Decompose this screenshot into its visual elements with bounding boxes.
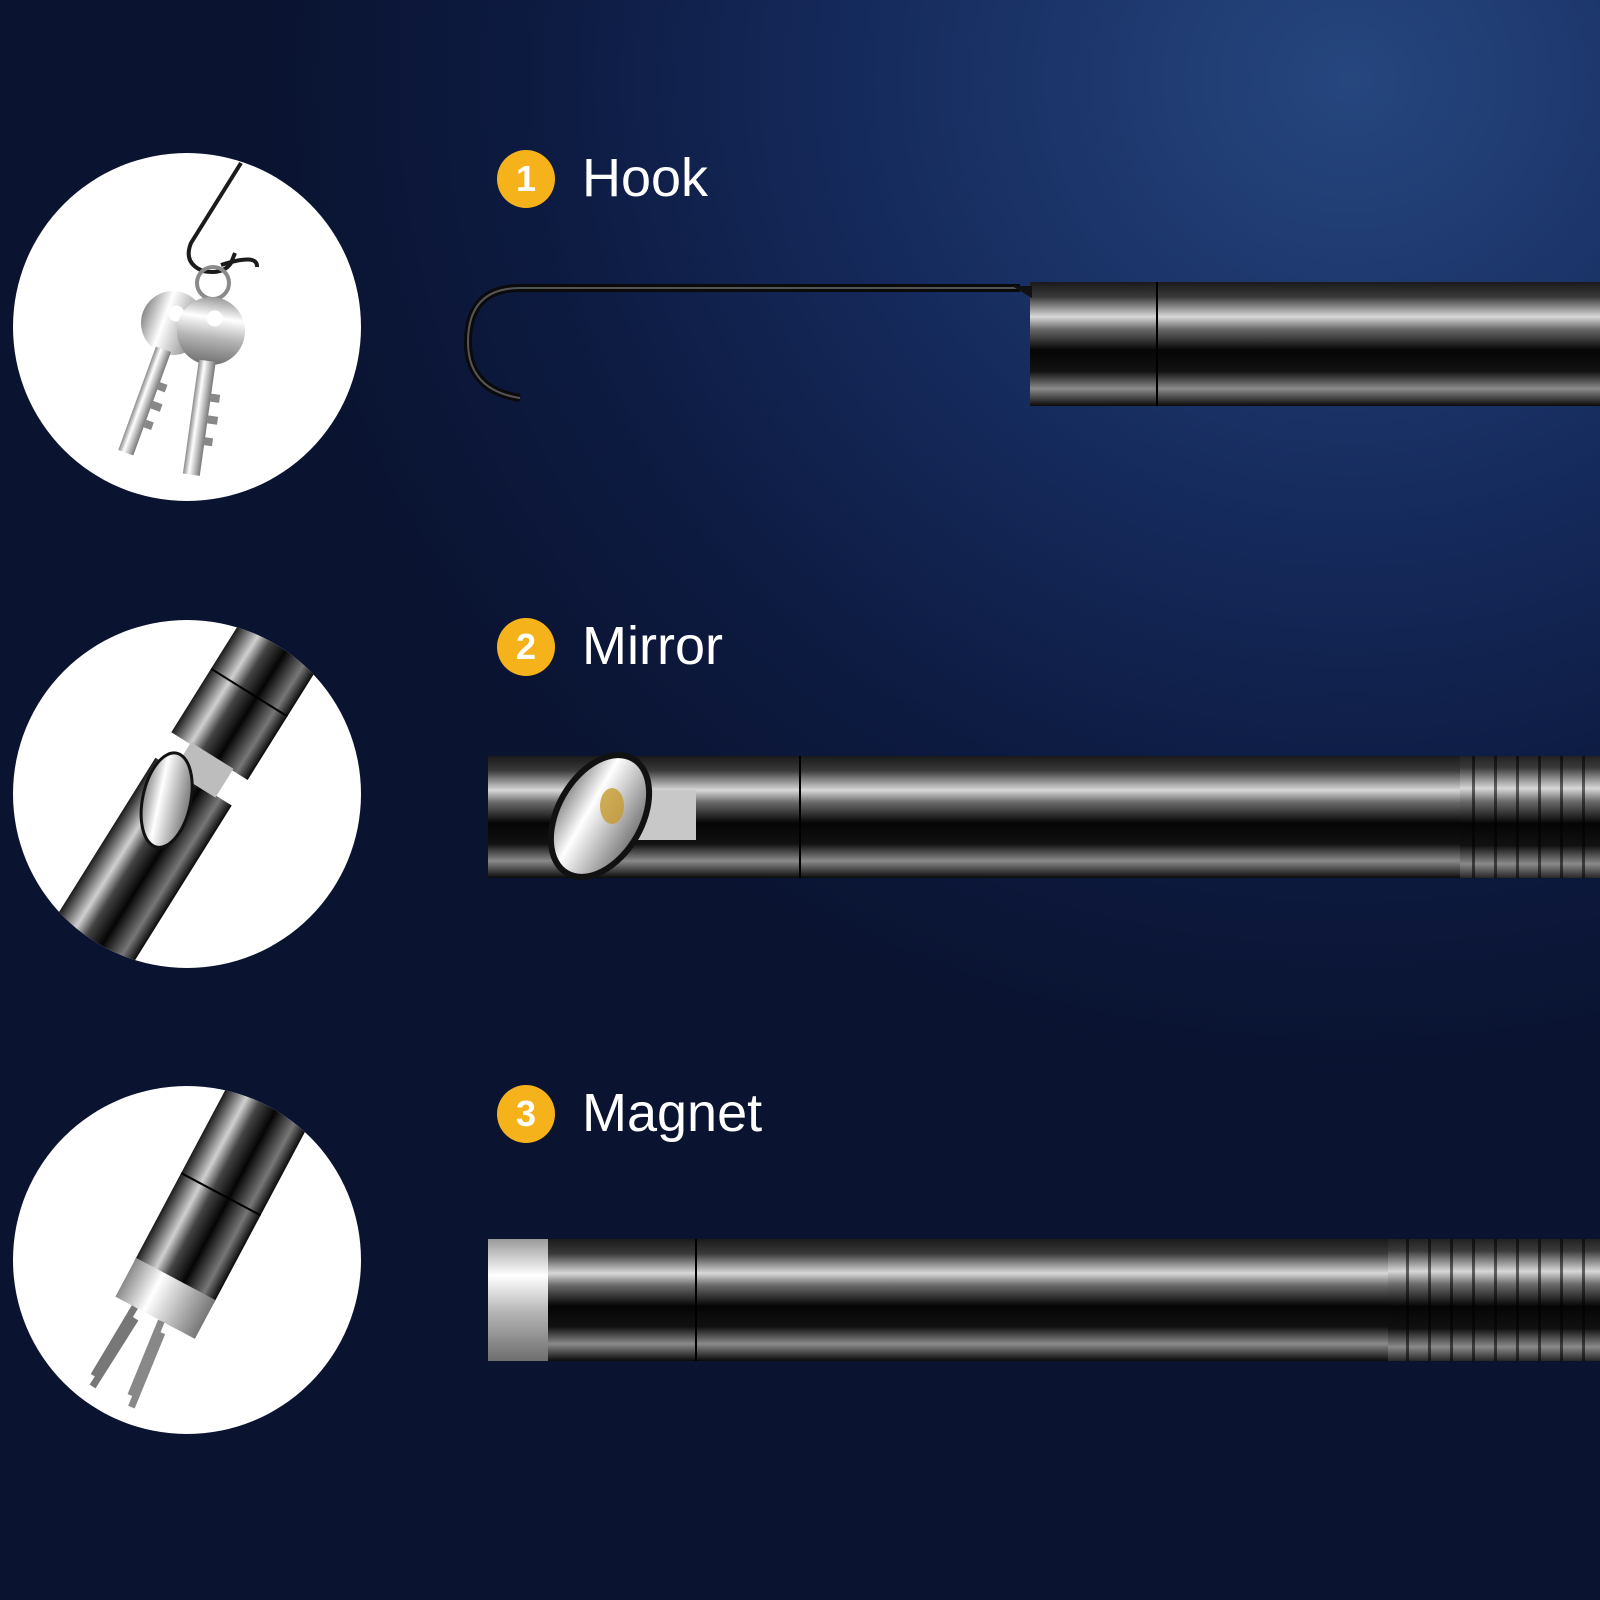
keys-on-hook-icon [13, 153, 361, 501]
magnet-screws-icon [13, 1086, 361, 1434]
accessory-mirror-section: 2 Mirror [0, 616, 1600, 1058]
mirror-probe-illustration [460, 752, 1600, 882]
step-badge-2: 2 [497, 618, 555, 676]
step-badge-1: 1 [497, 150, 555, 208]
step-badge-3: 3 [497, 1085, 555, 1143]
hook-probe-illustration [460, 280, 1600, 410]
accessory-hook-section: 1 Hook [0, 148, 1600, 590]
accessory-label-hook: Hook [582, 148, 709, 208]
side-mirror-probe-icon [13, 620, 361, 968]
accessory-label-mirror: Mirror [582, 616, 723, 676]
accessory-label-magnet: Magnet [582, 1083, 763, 1143]
accessory-magnet-section: 3 Magnet [0, 1083, 1600, 1525]
magnet-probe-illustration [460, 1235, 1600, 1365]
